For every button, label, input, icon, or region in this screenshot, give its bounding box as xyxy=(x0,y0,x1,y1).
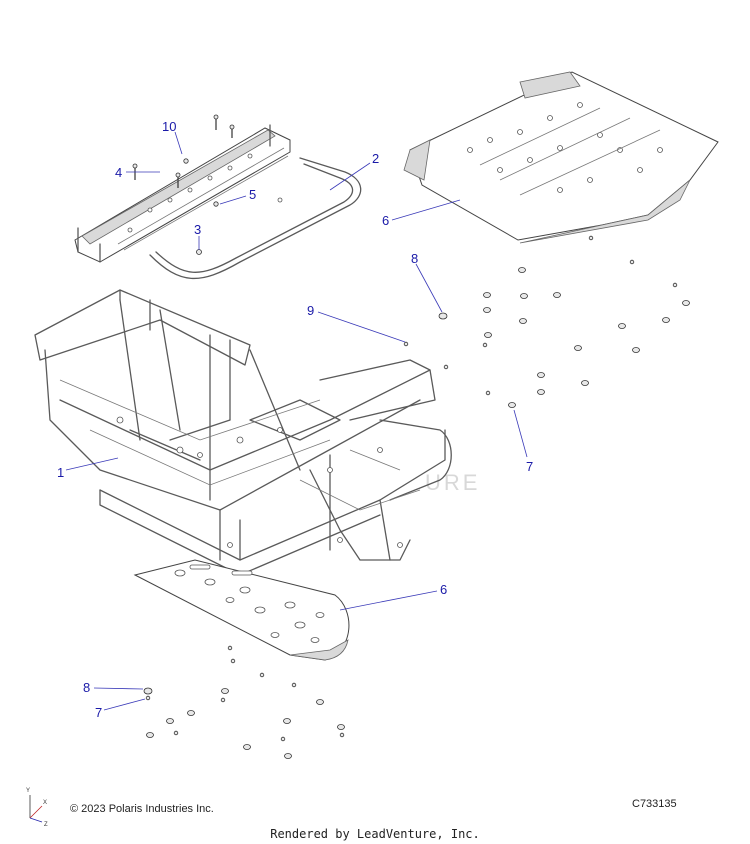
callouts: 10 4 2 5 3 6 8 9 1 7 6 8 7 xyxy=(57,119,533,720)
callout-7-lower: 7 xyxy=(95,705,102,720)
callout-8-lower: 8 xyxy=(83,680,90,695)
upper-floor-fasteners xyxy=(403,235,690,408)
rack-hardware xyxy=(132,114,235,255)
callout-10: 10 xyxy=(162,119,176,134)
frame-holes xyxy=(116,416,403,548)
copyright-text: © 2023 Polaris Industries Inc. xyxy=(70,803,214,815)
callout-6-upper: 6 xyxy=(382,213,389,228)
callout-8-upper: 8 xyxy=(411,251,418,266)
axis-triad-icon: Y X Z xyxy=(26,788,48,828)
diagram-code: C733135 xyxy=(632,798,677,810)
axis-label-y: Y xyxy=(26,788,30,794)
callout-3: 3 xyxy=(194,222,201,237)
axis-label-x: X xyxy=(43,800,47,806)
skid-plate-holes xyxy=(174,564,325,643)
rack-holes xyxy=(127,153,283,233)
callout-9: 9 xyxy=(307,303,314,318)
callout-5: 5 xyxy=(249,187,256,202)
lower-skid-fasteners xyxy=(143,645,345,759)
rendered-by-text: Rendered by LeadVenture, Inc. xyxy=(270,827,480,841)
rear-rack-assembly xyxy=(74,124,362,280)
lower-skid-plate xyxy=(133,559,350,661)
callout-2: 2 xyxy=(372,151,379,166)
callout-4: 4 xyxy=(115,165,122,180)
callout-1: 1 xyxy=(57,465,64,480)
leader-lines xyxy=(65,131,528,711)
callout-6-lower: 6 xyxy=(440,582,447,597)
main-frame xyxy=(34,289,452,576)
upper-floor-panel xyxy=(403,71,719,244)
callout-7-upper: 7 xyxy=(526,459,533,474)
axis-label-z: Z xyxy=(44,822,48,828)
